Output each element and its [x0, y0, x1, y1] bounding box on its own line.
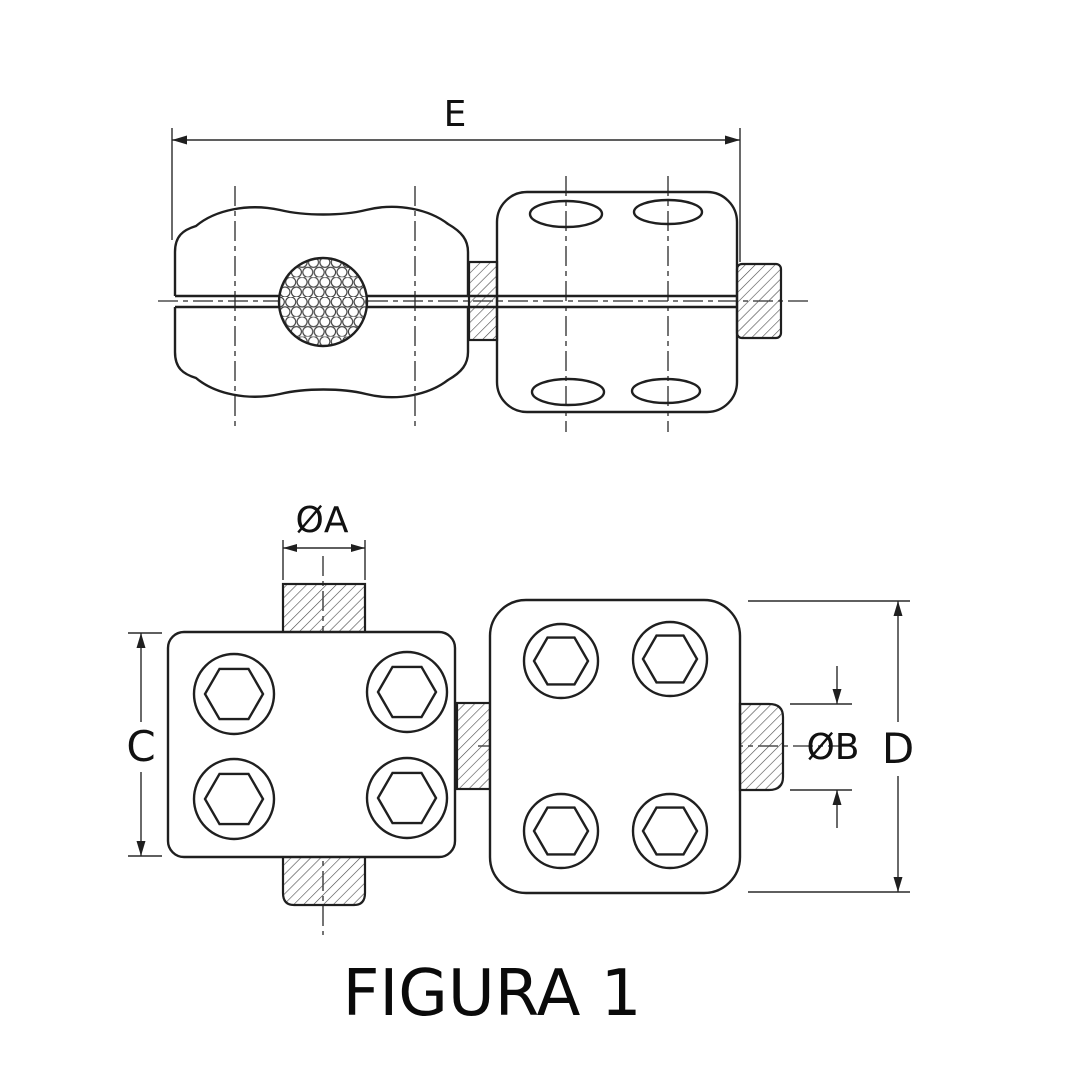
- bolt: [631, 620, 709, 698]
- stud-section-side: [735, 262, 783, 340]
- hex-head: [532, 806, 590, 856]
- arrowhead-icon: [136, 633, 146, 648]
- left-body-lower-half: [173, 307, 470, 399]
- dim-label-d: D: [882, 724, 914, 773]
- bolt: [192, 757, 276, 841]
- bolt: [522, 622, 600, 700]
- dim-label-a: ØA: [296, 500, 349, 541]
- dimension-a: ØA: [282, 500, 366, 580]
- left-block-outline: [166, 630, 457, 859]
- bolt-boss: [365, 650, 449, 734]
- hex-head: [203, 667, 265, 721]
- dim-label-b: ØB: [806, 727, 859, 768]
- hex-head: [641, 806, 699, 856]
- bolt-boss: [522, 792, 600, 870]
- dimension-b: ØB: [790, 666, 860, 828]
- bolt: [365, 756, 449, 840]
- connecting-web-section: [467, 260, 499, 342]
- bolt: [192, 652, 276, 736]
- bolt-boss: [365, 756, 449, 840]
- hex-head: [376, 771, 438, 825]
- right-body-outline: [495, 190, 739, 414]
- bolt-slot: [632, 198, 704, 226]
- arrowhead-icon: [832, 689, 842, 704]
- arrowhead-icon: [351, 544, 365, 552]
- hex-head: [203, 772, 265, 826]
- bolt: [365, 650, 449, 734]
- bolt-boss: [631, 792, 709, 870]
- bolt-boss: [631, 620, 709, 698]
- conductor-cross-section: [277, 256, 369, 348]
- bolt-slot: [528, 199, 604, 229]
- conductor-rod-bottom: [281, 854, 367, 907]
- arrowhead-icon: [893, 877, 903, 892]
- bolt: [631, 792, 709, 870]
- bolt-boss: [522, 622, 600, 700]
- hex-head: [376, 665, 438, 719]
- bolt-boss: [192, 757, 276, 841]
- stud-section-plan: [738, 702, 785, 792]
- arrowhead-icon: [136, 841, 146, 856]
- conductor-strands: [280, 259, 366, 345]
- connecting-web-section: [455, 701, 492, 791]
- bolt-slots: [528, 198, 704, 407]
- arrowhead-icon: [832, 790, 842, 805]
- conductor-outline: [277, 256, 369, 348]
- top-view: E: [158, 94, 812, 432]
- figure-title: FIGURA 1: [343, 957, 642, 1031]
- dim-label-c: C: [126, 722, 155, 771]
- dimension-c: C: [126, 632, 162, 857]
- dimension-d: D: [748, 600, 914, 893]
- bottom-view: ØA C ØB: [126, 500, 914, 935]
- hex-head: [641, 634, 699, 684]
- right-block-bolts: [522, 620, 709, 870]
- arrowhead-icon: [283, 544, 297, 552]
- bolt-slot: [530, 377, 606, 407]
- dim-label-e: E: [444, 94, 467, 135]
- arrowhead-icon: [725, 135, 740, 145]
- dimension-e: E: [171, 94, 741, 262]
- left-body-upper-half: [173, 205, 470, 296]
- arrowhead-icon: [172, 135, 187, 145]
- hex-head: [532, 636, 590, 686]
- bolt-boss: [192, 652, 276, 736]
- bolt-slot: [630, 377, 702, 405]
- bolt: [522, 792, 600, 870]
- conductor-rod-top: [281, 582, 367, 635]
- arrowhead-icon: [893, 601, 903, 616]
- left-block-bolts: [192, 650, 449, 841]
